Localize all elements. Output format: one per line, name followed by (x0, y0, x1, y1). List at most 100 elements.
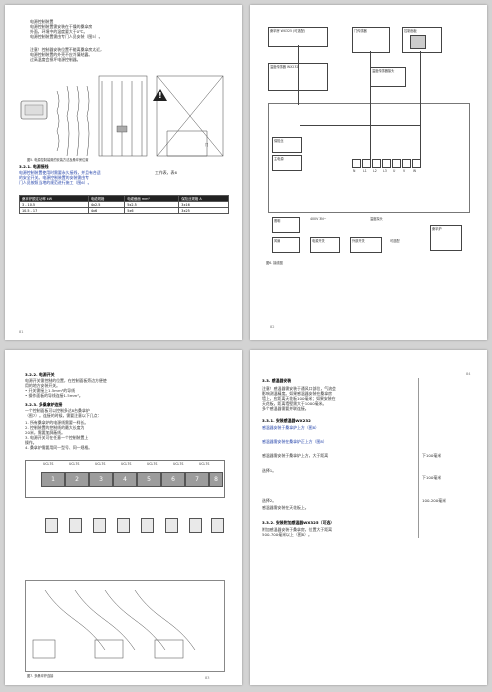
body-line: 天花板，距离墙壁需大于1000毫米。 (262, 401, 327, 406)
light-box (272, 217, 300, 233)
switch-box (350, 237, 382, 253)
label-temp-probe: 温度探头 (370, 217, 383, 221)
body-line: 墙上，应距离天花板100毫米；如果安装在 (262, 396, 336, 401)
heater-box (430, 225, 462, 251)
body-line: 注意！感温器需安装于通风口部位，气流会 (262, 386, 336, 391)
wiring-lines (32, 589, 196, 659)
warning-icon (153, 89, 167, 101)
body-line: • 开关需接上1.5mm²的导线 (25, 388, 75, 393)
heading-line: 电源控制装置需由专门人员安装（图5）。 (30, 34, 103, 39)
note-line: 选择2。 (262, 498, 277, 503)
terminal-label: L1 (363, 169, 367, 173)
heater-unit (69, 518, 82, 533)
right-col-value: 100-200毫米 (422, 498, 447, 503)
label-outlet: 电源开关 (312, 239, 325, 243)
terminal (392, 159, 401, 168)
terminal-label: L3 (383, 169, 387, 173)
body-line: 操作。 (25, 440, 37, 445)
terminal-label: L2 (373, 169, 377, 173)
column-divider (418, 378, 419, 538)
heater-unit (211, 518, 224, 533)
page-number: 81 (19, 330, 24, 334)
page-number: 83 (205, 676, 210, 680)
terminal (372, 159, 381, 168)
figure-caption: 图5. 电源控制装置的安装方法及桑拿房位置 (27, 158, 89, 162)
label-door: 门传感器 (354, 29, 367, 33)
label-plug: 温度传感器接头 (372, 69, 395, 73)
module-number: 4 (113, 472, 137, 487)
page-number: 84 (466, 372, 471, 376)
module-head: UCL7S (43, 462, 54, 466)
cable-spec-table: 桑拿炉额定功率 kW 电缆规格 电缆截面 mm² 保险丝规格 A 3 - 10.… (19, 195, 229, 214)
body-line: 附加感温器安装于桑拿房，位置大于距离 (262, 527, 333, 532)
module-number: 1 (41, 472, 65, 487)
body-line: （图7）。连接的时候，需要注意以下几点： (25, 413, 102, 418)
module-head: UCL7S (147, 462, 158, 466)
module-number: 5 (137, 472, 161, 487)
terminal-label: W (413, 169, 417, 173)
heater-unit (45, 518, 58, 533)
label-heater: 桑拿炉 (432, 227, 442, 231)
heater-unit (93, 518, 106, 533)
body-line: 感温器需安装在桑拿炉正上方（图8） (262, 439, 327, 444)
terminal (412, 159, 421, 168)
outlet-box (310, 237, 340, 253)
document-page-3: 3.2.2. 电源开关 电源开关需控制的位置，在控制面板旁边方便使 用的地方安装… (5, 350, 242, 685)
document-page-2: 桑拿房 WX325 (可选配) 温度传感器 WX232 门传感器 控制面板 温度… (250, 5, 487, 340)
body-line: 3. 电源开关可在任意一个控制装置上 (25, 435, 89, 440)
section-heading: 3.2.3. 多桑拿炉连接 (25, 402, 63, 407)
body-line: • 操作面板的导线连接1.5mm²。 (25, 393, 83, 398)
note-line: 感温器需安装于桑拿炉上方，大于距离 (262, 453, 329, 458)
module-head: UCL7S (173, 462, 184, 466)
label-fan: 风扇 (274, 239, 281, 243)
label-fuse: 保险丝 (274, 139, 284, 143)
body-line: 电源开关需控制的位置，在控制面板旁边方便使 (25, 378, 107, 383)
note-line: 感温器需安装在天花板上。 (262, 505, 309, 510)
terminal-label: U (393, 169, 396, 173)
figure-caption: 图6. 接线图 (266, 261, 283, 265)
body-line: 500-700毫米以上（图8）。 (262, 532, 312, 537)
para-line: 电源控制装置的外壳不应冷凝结露。 (30, 52, 93, 57)
module-number: 8 (209, 472, 223, 487)
terminal-label: V (403, 169, 406, 173)
terminal (402, 159, 411, 168)
body-line: 4. 桑拿炉需要用同一型号、同一规格。 (25, 445, 93, 450)
body-line: 用的地方安装开关。 (25, 383, 61, 388)
label-voltage: 400V 3N~ (310, 217, 327, 221)
main-box (272, 155, 302, 171)
module-number: 2 (65, 472, 89, 487)
label-switch: 外部开关 (352, 239, 365, 243)
para-line: 过高温度会损坏电源控制器。 (30, 57, 81, 62)
wire (370, 51, 371, 159)
body-line: 一个控制面板可以控制多达8台桑拿炉 (25, 408, 90, 413)
fan-box (272, 237, 300, 253)
label-extra: 可选配 (390, 239, 400, 243)
module-head: UCL7S (199, 462, 210, 466)
module-number: 6 (161, 472, 185, 487)
heater-unit (189, 518, 202, 533)
door-sensor-box (352, 27, 390, 53)
body-line: 20米，需要加屏蔽线。 (25, 430, 65, 435)
terminal (362, 159, 371, 168)
document-page-4: 84 3.3. 感温器安装 注意！感温器需安装于通风口部位，气流会 影响测温精度… (250, 350, 487, 685)
fuse-box (272, 137, 302, 153)
heading-line: 电源控制装置需安装在干燥的桑拿房 (30, 24, 93, 29)
module-head: UCL7S (121, 462, 132, 466)
section-heading: 3.2.1. 电源接线 (19, 164, 49, 169)
label-sensor2: 温度传感器 WX232 (270, 65, 299, 69)
module-number: 7 (185, 472, 209, 487)
note-line: 选择1。 (262, 468, 277, 473)
figure-label-door: 门 (205, 143, 209, 147)
section-heading: 3.3. 感温器安装 (262, 378, 292, 383)
section-heading: 3.2.2. 电源开关 (25, 372, 55, 377)
wire (298, 45, 299, 105)
module-number: 3 (89, 472, 113, 487)
right-col-value: 下100毫米 (422, 453, 442, 458)
heading-line: 外面，环境中的温度要大于0℃。 (30, 29, 88, 34)
section-heading: 3.3.2. 安装附加感温器WX325（可选） (262, 520, 335, 525)
label-panel: 控制面板 (404, 29, 417, 33)
para-line: 注意！控制器安装位置不能离桑拿房太近， (30, 47, 104, 52)
terminal (382, 159, 391, 168)
wiring-area (25, 580, 225, 672)
body-line: 2. 控制装置的控制线的最大长度为 (25, 425, 85, 430)
